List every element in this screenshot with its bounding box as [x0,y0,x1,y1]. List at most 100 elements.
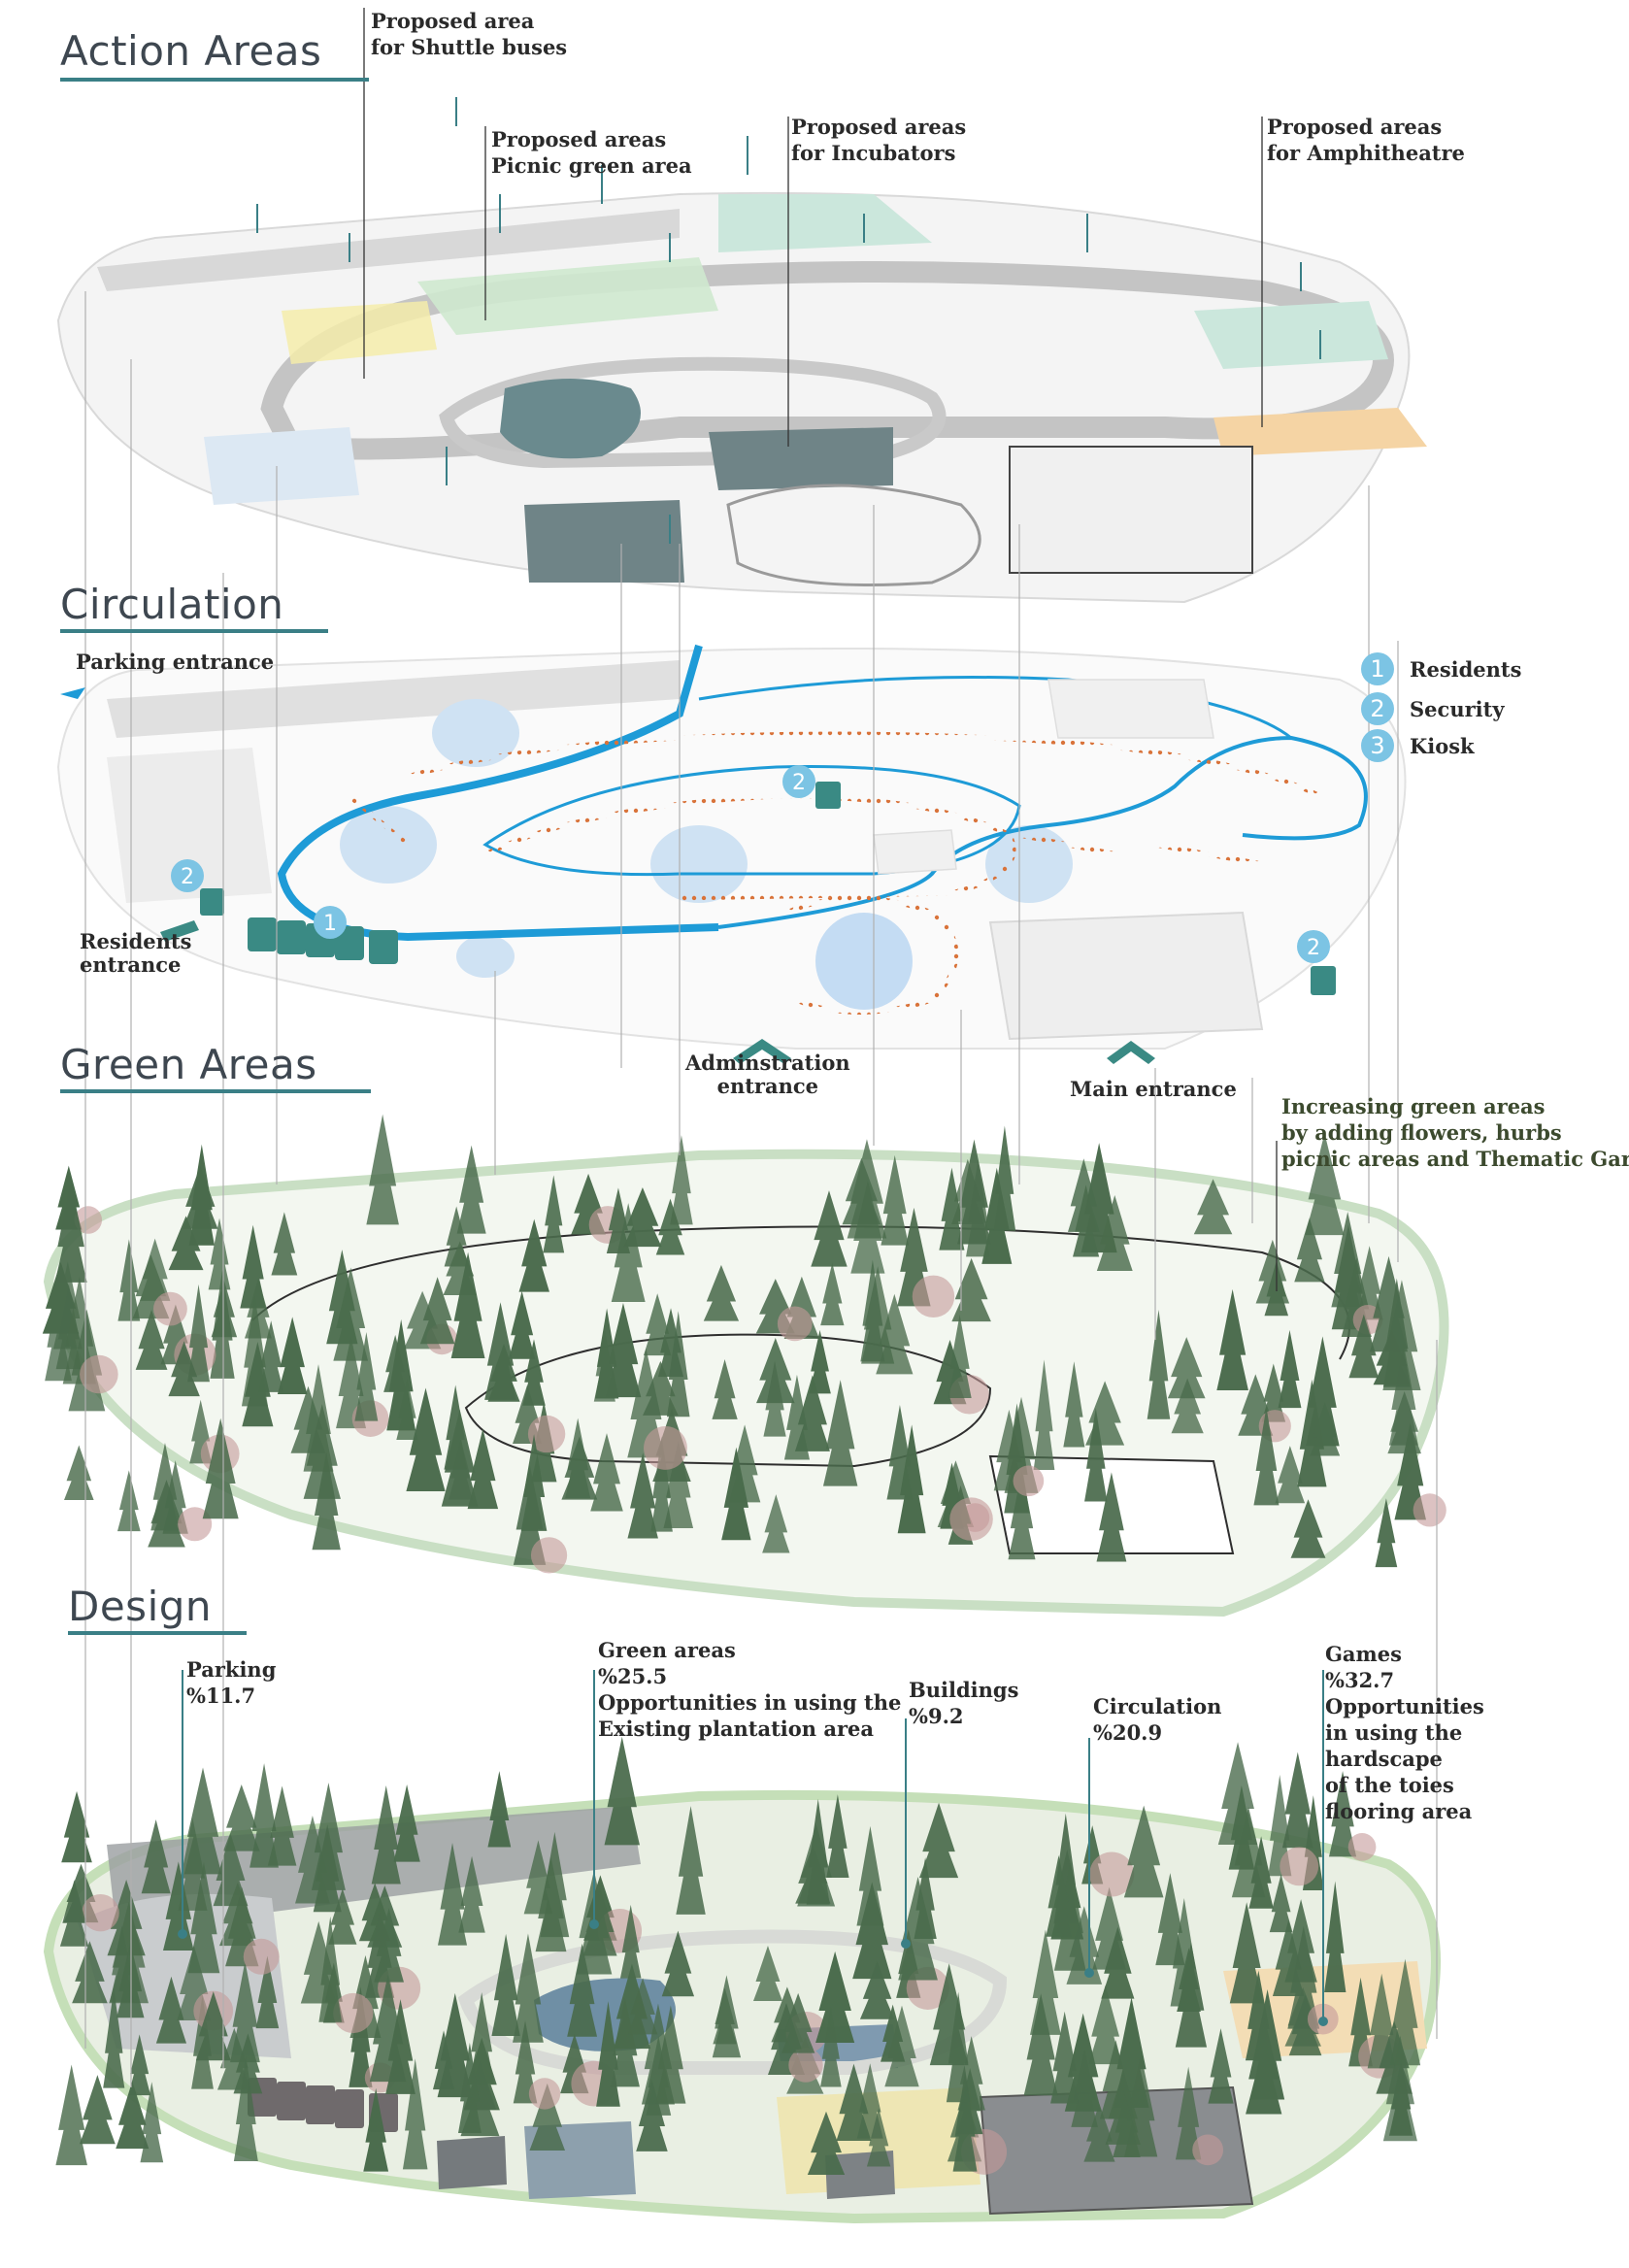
legend-badge: 2 [1361,692,1394,725]
flower-shrub-icon [527,1415,566,1453]
tree-icon [1085,1381,1125,1446]
circ-blue-circle-4 [985,825,1073,903]
design-layer [43,1670,1441,2224]
tree-icon [820,1262,845,1326]
flower-shrub-icon [1413,1493,1446,1527]
marker-residents [314,906,347,939]
tree-icon [1306,1336,1340,1447]
tree-icon [880,2004,906,2062]
tree-icon [1073,1184,1100,1257]
tree-icon [1008,1470,1036,1560]
tree-icon [619,1904,642,1979]
tree-icon [61,1790,92,1863]
trees-design [55,1736,1421,2175]
flower-shrub-icon [644,1425,687,1470]
parking-entrance-arrow [60,687,85,699]
tree-icon [371,1784,401,1884]
tree-icon [643,1360,679,1416]
design-building-3 [437,2136,507,2189]
tree-icon [1382,1278,1411,1387]
tree-icon [1088,1984,1122,2065]
tree-icon [467,1428,499,1510]
tree-icon [842,1157,881,1225]
tree-icon [881,1154,910,1246]
flower-shrub-icon [1347,1832,1377,1861]
tree-icon [1155,1873,1185,1966]
stat-buildings: Buildings %9.2 [909,1678,1019,1728]
tree-icon [487,1771,512,1848]
green-areas-layer [42,1114,1449,1618]
tree-icon [1290,1499,1326,1558]
tree-icon [703,1264,740,1321]
flower-shrub-icon [528,2078,561,2110]
tree-icon [386,1318,416,1431]
circ-left-block [107,748,272,903]
tree-icon [762,1494,790,1553]
main-entrance-chevron [1107,1041,1155,1064]
tree-icon [267,1785,297,1866]
tree-icon [1294,1217,1325,1283]
annotation-incubators: Proposed areas for Incubators [791,115,967,165]
tree-icon [604,1736,640,1846]
tree-icon [1208,2028,1234,2104]
tree-icon [1310,1402,1341,1456]
tree-icon [116,2081,150,2150]
tree-icon [1096,1194,1133,1271]
tree-icon [402,2058,428,2170]
tree-icon [1331,1224,1366,1330]
tree-icon [1275,1446,1306,1504]
tree-icon [783,1374,811,1460]
tree-icon [781,1992,815,2053]
tree-icon [811,1190,848,1267]
tree-icon [1124,2053,1158,2157]
annotation-picnic: Proposed areas Picnic green area [491,127,692,178]
tree-icon [1046,1854,1072,1937]
tree-icon [1193,1179,1233,1235]
tree-icon [419,1277,455,1345]
layer-connector-lines [84,291,1438,2087]
tree-icon [369,1974,407,2083]
tree-icon [450,1251,485,1359]
tree-icon [1101,1926,1135,1999]
tree-icon [255,1955,280,2029]
picnic-area [417,257,718,335]
tree-icon [1278,1329,1302,1409]
tree-icon [1355,1246,1383,1320]
residents-buildings [200,782,1336,995]
amphitheatre-top-area [718,194,932,252]
svg-text:2: 2 [792,771,806,795]
tree-icon [898,1876,938,1981]
circulation-layer: 1 2 2 2 [56,644,1407,1064]
tree-icon [884,2005,919,2087]
label-main-entrance: Main entrance [1070,1077,1237,1101]
tree-icon [1253,1407,1280,1506]
tree-icon [522,1339,546,1406]
circ-blue-circle-6 [456,935,515,978]
flower-shrub-icon [153,1291,187,1326]
tree-icon [643,1293,672,1356]
tree-icon [820,2007,842,2087]
annotation-amphitheatre: Proposed areas for Amphitheatre [1267,115,1465,165]
light-blue-zone [204,427,359,505]
tree-icon [1066,1906,1103,1984]
tree-icon [650,1436,673,1532]
trees-green-areas [42,1114,1446,1574]
tree-icon [756,1338,795,1404]
tree-icon [318,1916,343,2022]
stat-green-areas: Green areas %25.5 Opportunities in using… [598,1638,902,1741]
tree-icon [1231,1806,1266,1898]
tree-icon [55,2064,87,2166]
tree-icon [1255,1239,1290,1304]
tree-icon [1268,1774,1292,1877]
tree-icon [661,1930,695,1997]
flower-shrub-icon [949,1497,993,1541]
section-title-design: Design [68,1583,213,1630]
tree-icon [1167,1337,1206,1399]
circ-building-upper-1 [1047,679,1214,739]
tree-icon [168,1216,204,1271]
section-rule-design [68,1631,247,1635]
flower-shrub-icon [788,2048,823,2083]
tree-icon [1269,1874,1293,1933]
flower-shrub-icon [82,1893,119,1932]
tree-icon [655,2005,686,2104]
